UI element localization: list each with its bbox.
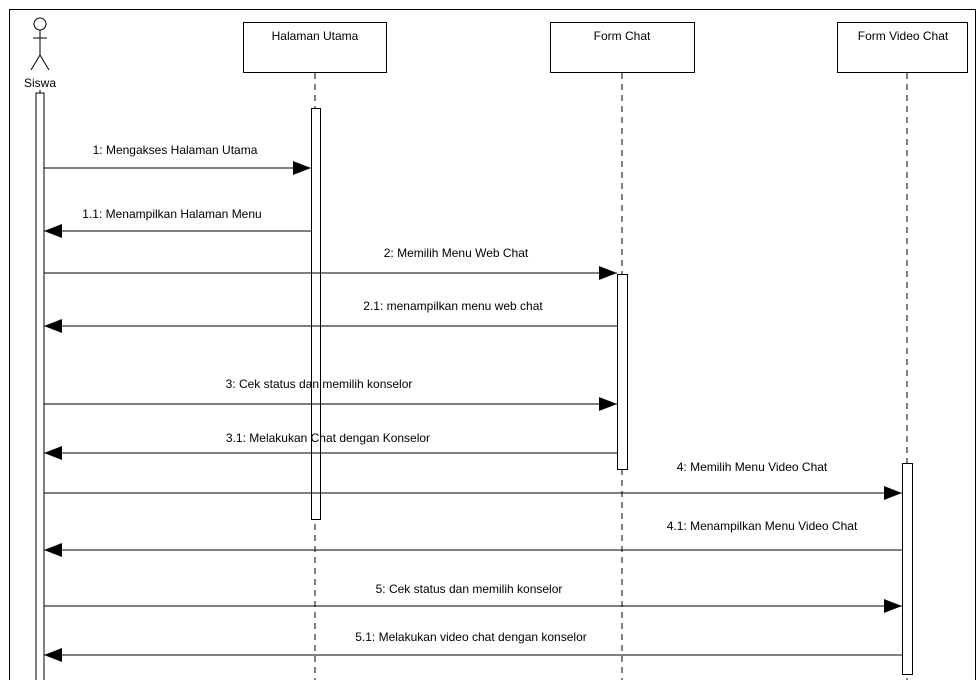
message-label: 4.1: Menampilkan Menu Video Chat <box>667 519 858 533</box>
message-1: 1: Mengakses Halaman Utama <box>44 143 311 175</box>
message-1-1: 1.1: Menampilkan Halaman Menu <box>44 207 311 238</box>
message-label: 1.1: Menampilkan Halaman Menu <box>82 207 261 221</box>
message-label: 1: Mengakses Halaman Utama <box>93 143 258 157</box>
activation-halaman-utama <box>311 108 321 520</box>
lifeline-head-form-video-chat: Form Video Chat <box>837 22 968 73</box>
activation-form-chat <box>617 274 628 470</box>
message-3-1: 3.1: Melakukan Chat dengan Konselor <box>44 431 617 460</box>
message-4-1: 4.1: Menampilkan Menu Video Chat <box>44 519 902 557</box>
actor-siswa: Siswa <box>24 17 56 90</box>
message-label: 4: Memilih Menu Video Chat <box>677 460 828 474</box>
message-label: 3: Cek status dan memilih konselor <box>226 377 413 391</box>
lifeline-name-halaman-utama: Halaman Utama <box>272 29 359 43</box>
message-5: 5: Cek status dan memilih konselor <box>44 582 902 613</box>
message-2-1: 2.1: menampilkan menu web chat <box>44 299 617 333</box>
message-label: 3.1: Melakukan Chat dengan Konselor <box>226 431 430 445</box>
message-3: 3: Cek status dan memilih konselor <box>44 377 617 411</box>
message-label: 2: Memilih Menu Web Chat <box>384 246 529 260</box>
lifeline-name-form-chat: Form Chat <box>594 29 651 43</box>
message-label: 5.1: Melakukan video chat dengan konselo… <box>355 630 587 644</box>
message-2: 2: Memilih Menu Web Chat <box>44 246 617 280</box>
actor-name: Siswa <box>24 76 56 90</box>
message-label: 5: Cek status dan memilih konselor <box>376 582 563 596</box>
activation-form-video-chat <box>902 463 913 675</box>
actor-head <box>33 17 47 31</box>
diagram-frame <box>9 9 976 680</box>
message-5-1: 5.1: Melakukan video chat dengan konselo… <box>44 630 902 662</box>
message-4: 4: Memilih Menu Video Chat <box>44 460 902 500</box>
lifeline-head-halaman-utama: Halaman Utama <box>243 22 387 73</box>
lifeline-name-form-video-chat: Form Video Chat <box>858 29 949 43</box>
activation-siswa <box>35 92 45 680</box>
message-label: 2.1: menampilkan menu web chat <box>363 299 543 313</box>
lifeline-head-form-chat: Form Chat <box>550 22 695 73</box>
